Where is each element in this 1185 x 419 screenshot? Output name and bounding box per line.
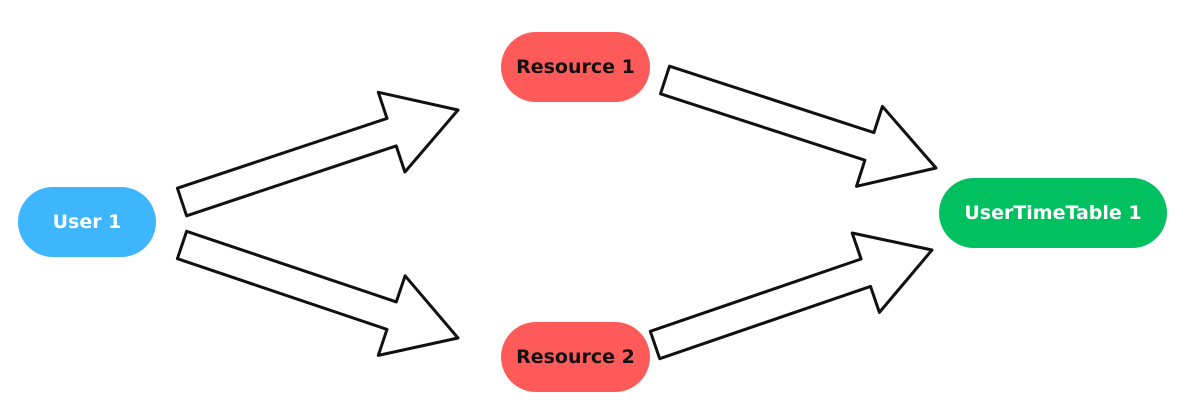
node-resource-2[interactable]: Resource 2 [501,322,650,392]
arrow-resource-2-to-timetable [648,231,934,361]
node-user-1[interactable]: User 1 [18,187,156,257]
arrow-user-to-resource-1 [175,90,460,218]
arrow-user-to-resource-2 [175,229,460,357]
node-resource-1[interactable]: Resource 1 [501,32,650,102]
node-usertimetable-1[interactable]: UserTimeTable 1 [939,178,1167,248]
arrow-resource-1-to-timetable [659,64,938,188]
